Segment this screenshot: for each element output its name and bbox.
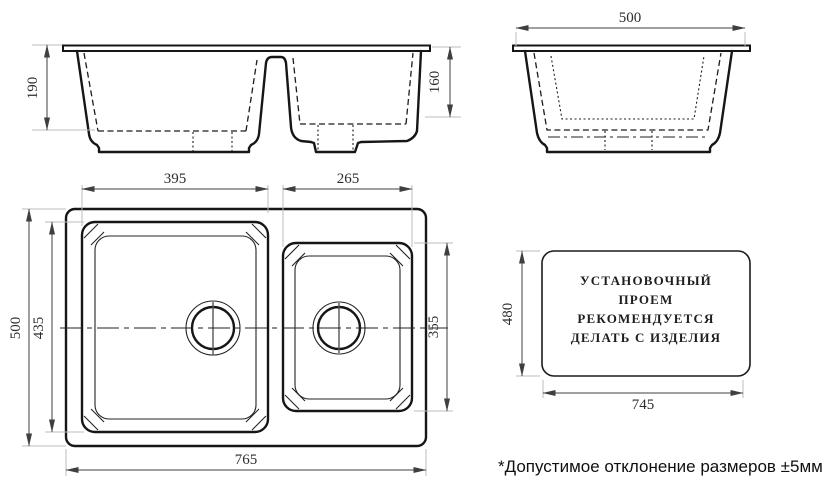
dim-500-plan: 500 bbox=[8, 208, 66, 447]
main-bowl-corner-chamfers bbox=[83, 223, 267, 431]
side-body-outline bbox=[523, 49, 734, 154]
dim-label-500-side: 500 bbox=[619, 10, 642, 26]
small-bowl-corner-chamfers bbox=[284, 244, 411, 410]
plan-main-bowl bbox=[80, 220, 270, 434]
dim-label-500-plan: 500 bbox=[8, 317, 24, 340]
dim-160: 160 bbox=[425, 46, 461, 118]
front-rim-flange bbox=[62, 44, 431, 52]
dim-label-190: 190 bbox=[25, 77, 41, 100]
cutout-text-line4: ДЕЛАТЬ С ИЗДЕЛИЯ bbox=[571, 330, 722, 345]
cutout-text-line1: УСТАНОВОЧНЫЙ bbox=[580, 273, 712, 288]
dim-500-side: 500 bbox=[515, 10, 746, 46]
front-hidden-inner-walls bbox=[83, 52, 414, 151]
dim-label-480: 480 bbox=[500, 303, 516, 326]
dim-765: 765 bbox=[65, 449, 427, 476]
cutout-rectangle bbox=[541, 250, 751, 377]
dim-label-160: 160 bbox=[427, 71, 443, 94]
side-rim-flange bbox=[512, 44, 751, 52]
front-elevation-view: 190 160 bbox=[25, 44, 461, 154]
dim-355: 355 bbox=[414, 242, 453, 412]
installation-cutout-view: УСТАНОВОЧНЫЙ ПРОЕМ РЕКОМЕНДУЕТСЯ ДЕЛАТЬ … bbox=[500, 250, 751, 413]
dim-395: 395 bbox=[81, 171, 269, 226]
plan-small-bowl bbox=[281, 241, 414, 413]
cutout-text-line2: ПРОЕМ bbox=[618, 292, 673, 307]
dim-190: 190 bbox=[25, 44, 95, 131]
dim-label-395: 395 bbox=[164, 171, 187, 187]
side-hidden-inner-walls bbox=[533, 52, 722, 150]
dim-480: 480 bbox=[500, 250, 540, 377]
plan-view: 395 265 500 435 355 bbox=[8, 171, 453, 476]
tolerance-footnote: *Допустимое отклонение размеров ±5мм bbox=[498, 457, 823, 476]
side-elevation-view: 500 bbox=[512, 10, 751, 154]
dim-745: 745 bbox=[542, 380, 744, 413]
dim-265: 265 bbox=[282, 171, 413, 247]
dim-label-265: 265 bbox=[337, 171, 360, 187]
dim-label-435: 435 bbox=[31, 317, 47, 340]
dim-435: 435 bbox=[31, 221, 84, 433]
dim-label-355: 355 bbox=[426, 316, 442, 339]
front-bowls-outline bbox=[75, 49, 423, 154]
dim-label-765: 765 bbox=[235, 452, 258, 468]
dim-label-745: 745 bbox=[632, 397, 655, 413]
cutout-text-line3: РЕКОМЕНДУЕТСЯ bbox=[577, 311, 714, 326]
